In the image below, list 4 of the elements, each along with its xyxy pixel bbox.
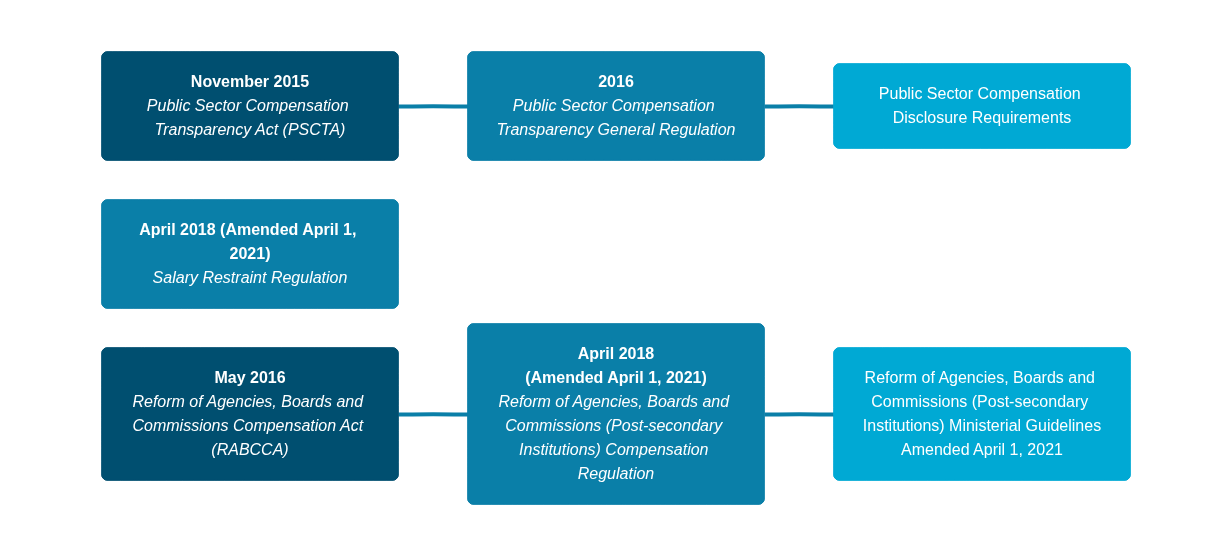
connector xyxy=(764,412,835,417)
connector xyxy=(764,104,835,109)
connector xyxy=(398,412,469,417)
connector xyxy=(398,104,469,109)
